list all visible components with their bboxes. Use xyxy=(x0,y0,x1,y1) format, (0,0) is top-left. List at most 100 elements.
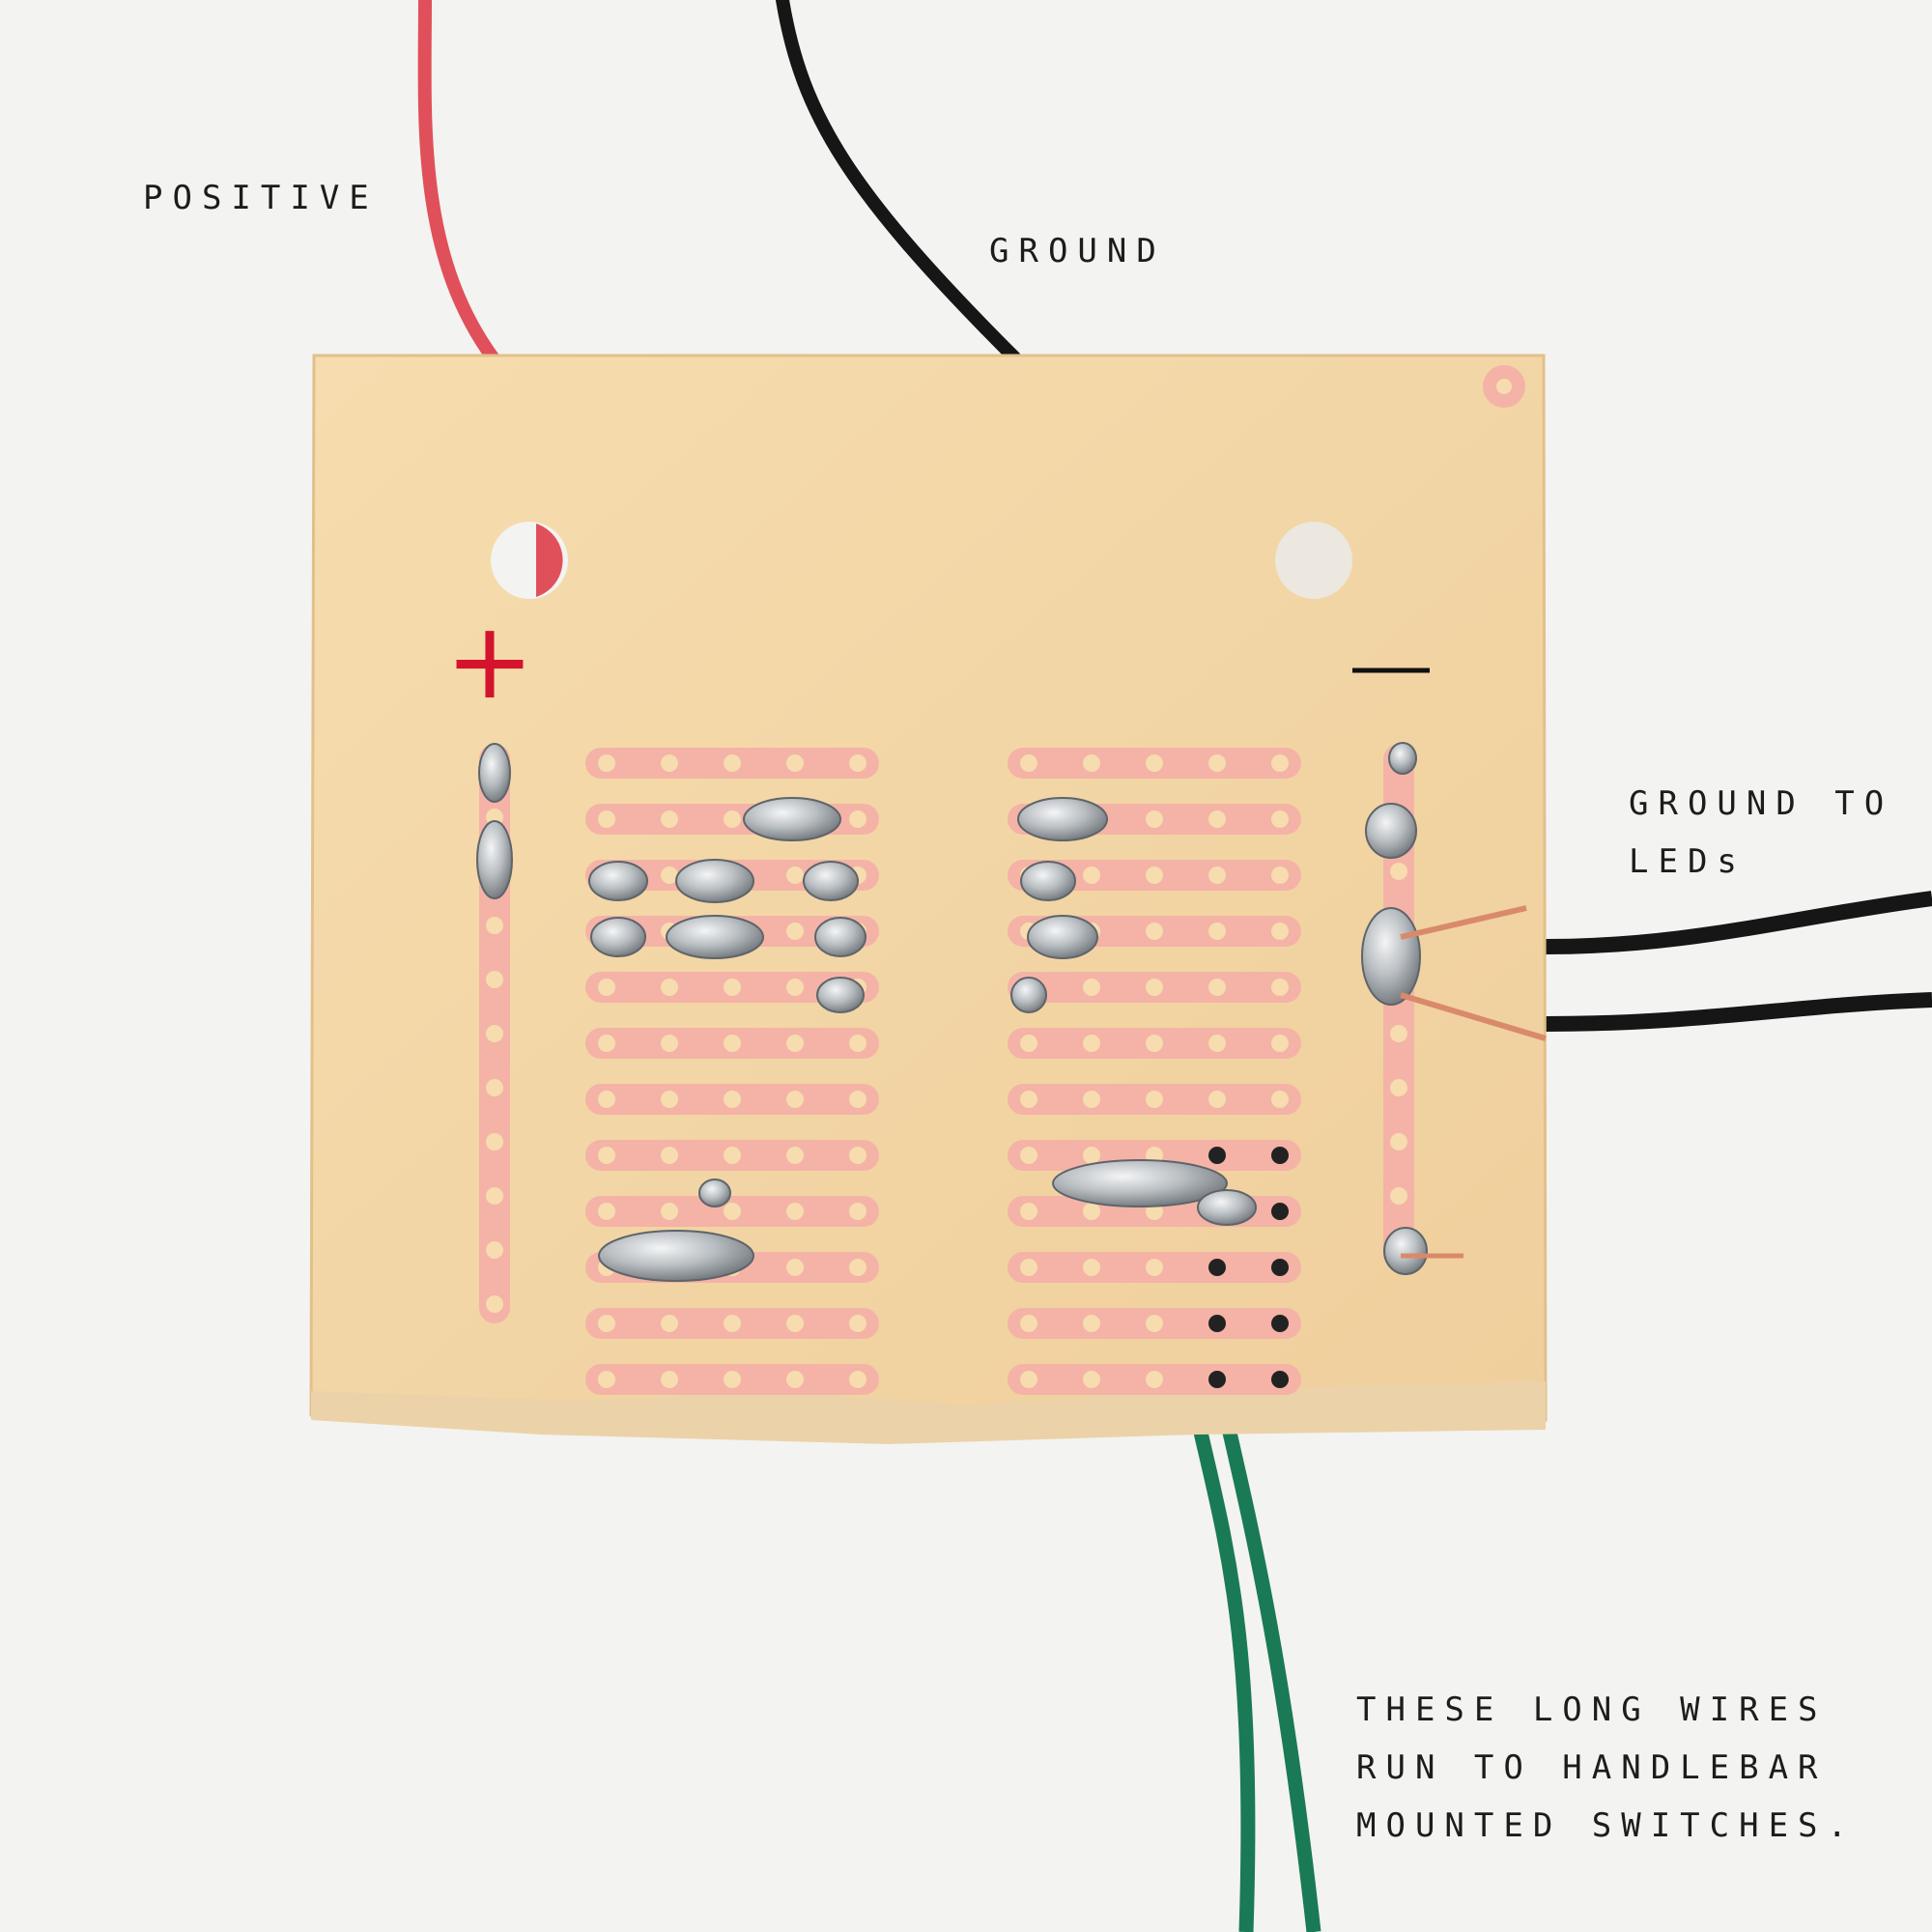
solder-joints xyxy=(476,742,1428,1282)
rail-hole xyxy=(1390,1187,1407,1205)
strip-hole xyxy=(849,1259,867,1276)
strip-hole xyxy=(1146,1315,1163,1332)
positive-wire xyxy=(417,0,499,364)
strip-hole xyxy=(1208,1259,1226,1276)
strip-hole xyxy=(1208,867,1226,884)
strip-hole xyxy=(1146,1371,1163,1388)
solder-blob xyxy=(1017,797,1108,841)
solder-blob xyxy=(1361,907,1421,1006)
strip-hole xyxy=(786,1203,804,1220)
ground-to-leds-label-line1: GROUND TO xyxy=(1629,784,1894,823)
ground-label: GROUND xyxy=(989,232,1166,270)
strip-hole xyxy=(1208,810,1226,828)
solder-blob xyxy=(1383,1227,1428,1275)
strip-hole xyxy=(661,1203,678,1220)
strip-hole xyxy=(1083,1315,1100,1332)
strip-hole xyxy=(661,1315,678,1332)
strip-hole xyxy=(849,754,867,772)
strip-hole xyxy=(661,1091,678,1108)
strip-hole xyxy=(1083,867,1100,884)
solder-blob xyxy=(1020,861,1076,901)
strip-hole xyxy=(1208,1147,1226,1164)
strip-hole xyxy=(1020,1035,1037,1052)
strip-hole xyxy=(598,979,615,996)
strip-hole xyxy=(1020,1371,1037,1388)
strip-hole xyxy=(724,810,741,828)
solder-blob xyxy=(476,820,513,899)
strip-hole xyxy=(1083,1203,1100,1220)
rail-hole xyxy=(1390,1079,1407,1096)
strip-hole xyxy=(1208,1315,1226,1332)
strip-hole xyxy=(1208,923,1226,940)
strip-hole xyxy=(849,810,867,828)
strip-hole xyxy=(1146,810,1163,828)
strip-hole xyxy=(1020,1315,1037,1332)
strip-hole xyxy=(1208,979,1226,996)
strip-hole xyxy=(598,1203,615,1220)
plus-mark: + xyxy=(445,599,534,723)
solder-blob xyxy=(675,859,754,903)
rail-hole xyxy=(1390,863,1407,880)
switch-wire-2 xyxy=(1219,1418,1321,1932)
strip-hole xyxy=(1271,979,1289,996)
strip-hole xyxy=(598,1035,615,1052)
rail-hole xyxy=(1390,1025,1407,1042)
corner-hole xyxy=(1496,379,1512,394)
strip-hole xyxy=(598,1147,615,1164)
strip-hole xyxy=(724,1203,741,1220)
strip-hole xyxy=(1271,810,1289,828)
solder-blob xyxy=(598,1230,754,1282)
rail-hole xyxy=(486,1133,503,1151)
strip-hole xyxy=(849,1203,867,1220)
strip-hole xyxy=(1208,754,1226,772)
solder-blob xyxy=(1197,1189,1257,1226)
solder-blob xyxy=(590,917,646,957)
strip-hole xyxy=(1208,1091,1226,1108)
strip-hole xyxy=(1020,1147,1037,1164)
solder-blob xyxy=(698,1179,731,1208)
strip-hole xyxy=(1271,1315,1289,1332)
strip-hole xyxy=(1271,1147,1289,1164)
strip-hole xyxy=(1020,1259,1037,1276)
strip-hole xyxy=(724,754,741,772)
ground-to-leds-label-line2: LEDs xyxy=(1629,842,1747,881)
long-wires-label-line2: RUN TO HANDLEBAR xyxy=(1356,1748,1828,1787)
solder-blob xyxy=(803,861,859,901)
strip-hole xyxy=(724,1315,741,1332)
strip-hole xyxy=(724,1147,741,1164)
strip-hole xyxy=(1271,1371,1289,1388)
strip-hole xyxy=(1083,1091,1100,1108)
switch-wire-1 xyxy=(1190,1418,1256,1932)
rail-hole xyxy=(486,1187,503,1205)
strip-hole xyxy=(786,867,804,884)
long-wires-label-line1: THESE LONG WIRES xyxy=(1356,1690,1828,1729)
strip-hole xyxy=(724,1091,741,1108)
mounting-hole-right xyxy=(1275,522,1352,599)
strip-hole xyxy=(598,1315,615,1332)
strip-hole xyxy=(786,1035,804,1052)
strip-hole xyxy=(1083,1147,1100,1164)
rail-hole xyxy=(486,1241,503,1259)
strip-hole xyxy=(786,923,804,940)
ground-wire xyxy=(776,0,1021,364)
solder-blob xyxy=(743,797,841,841)
strip-hole xyxy=(1271,867,1289,884)
strip-hole xyxy=(1146,1091,1163,1108)
strip-hole xyxy=(1146,1035,1163,1052)
strip-hole xyxy=(1146,1259,1163,1276)
strip-hole xyxy=(724,1035,741,1052)
strip-hole xyxy=(849,1035,867,1052)
solder-blob xyxy=(1027,915,1098,959)
strip-hole xyxy=(1146,979,1163,996)
strip-hole xyxy=(1146,923,1163,940)
strip-hole xyxy=(1271,1259,1289,1276)
rail-hole xyxy=(486,1295,503,1313)
strip-hole xyxy=(1271,1203,1289,1220)
rail-hole xyxy=(1390,1133,1407,1151)
strip-hole xyxy=(1083,1259,1100,1276)
solder-blob xyxy=(816,977,865,1013)
strip-hole xyxy=(661,1147,678,1164)
strip-hole xyxy=(1208,1371,1226,1388)
strip-hole xyxy=(849,1091,867,1108)
